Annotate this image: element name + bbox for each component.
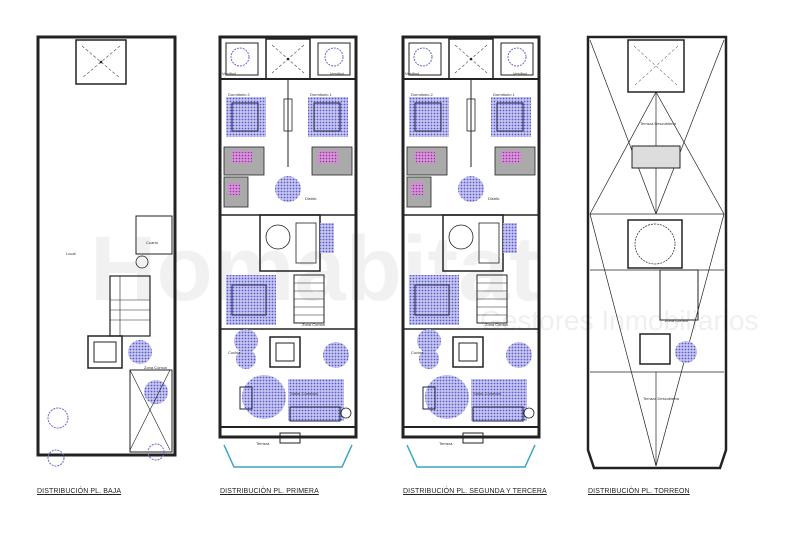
room-label: Zona Comun [665, 318, 688, 323]
room-label: Distrib. [305, 196, 317, 201]
watermark-logo: Homabitat [90, 218, 540, 320]
room-label: Cocina [411, 350, 424, 355]
plan-title-torreon: DISTRIBUCIÓN PL. TORREON [588, 488, 690, 495]
room-label: Cocina [228, 350, 241, 355]
plan-baja: Local Cuarto Zona Comun [36, 35, 177, 467]
room-label: Salón-Comedor [473, 391, 502, 396]
room-label: Salón-Comedor [290, 391, 319, 396]
room-label: Dormitorio 2 [228, 92, 251, 97]
watermark-tagline: Gestores Inmobiliarios [480, 305, 759, 336]
room-label-common: Zona Comun [144, 365, 167, 370]
room-label: Dormitorio 1 [493, 92, 516, 97]
plan-title-segunda-tercera: DISTRIBUCIÓN PL. SEGUNDA Y TERCERA [403, 488, 547, 495]
room-label: Terraza Descubierta [640, 121, 677, 126]
room-label: Terraza [439, 441, 453, 446]
room-label: Distrib. [488, 196, 500, 201]
room-label-store: Cuarto [146, 240, 159, 245]
plan-title-primera: DISTRIBUCIÓN PL. PRIMERA [220, 488, 319, 495]
room-label: Vestibul [222, 71, 236, 76]
room-label: Terraza [256, 441, 270, 446]
plan-segunda-tercera: Vestibul Vestibul Dormitorio 2 Dormitori… [401, 35, 541, 469]
room-label: Zona Comun [302, 322, 325, 327]
room-label: Vestibul [513, 71, 527, 76]
plan-title-baja: DISTRIBUCIÓN PL. BAJA [37, 488, 122, 495]
room-label: Vestibul [405, 71, 419, 76]
room-label: Terraza Descubierta [643, 396, 680, 401]
room-label: Dormitorio 2 [411, 92, 434, 97]
room-label-local: Local [66, 251, 76, 256]
plan-primera: Vestibul Vestibul Dormitorio 2 Dormitori… [218, 35, 358, 469]
room-label: Zona Comun [485, 322, 508, 327]
plan-torreon: Terraza Descubierta Zona Comun Terraza D… [586, 35, 728, 470]
room-label: Dormitorio 1 [310, 92, 333, 97]
room-label: Vestibul [330, 71, 344, 76]
